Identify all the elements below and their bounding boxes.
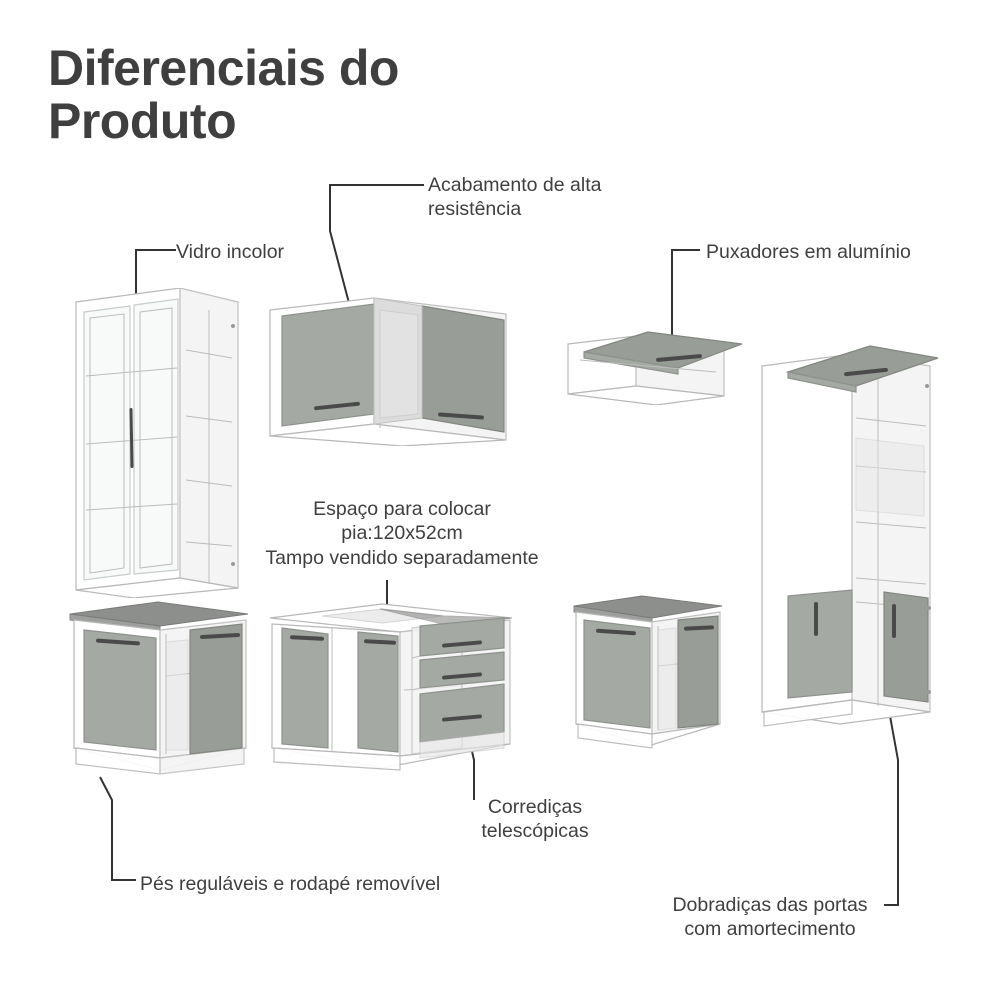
oven-tower-cabinet (761, 345, 939, 727)
page-title: Diferenciais do Produto (48, 40, 399, 149)
base-cabinet-small (573, 595, 723, 749)
upper-wall-cabinet (269, 297, 507, 446)
annotation-corredicas: Corrediças telescópicas (481, 796, 589, 843)
flip-up-wall-cabinet (567, 331, 743, 405)
annotation-vidro-incolor: Vidro incolor (176, 241, 285, 263)
annotation-pes-reguláveis: Pés reguláveis e rodapé removível (140, 873, 441, 895)
base-cabinet-2-doors (69, 601, 249, 775)
sink-base-cabinet (269, 603, 513, 771)
annotation-espaco-pia: Espaço para colocar pia:120x52cm Tampo v… (265, 498, 539, 569)
glass-door-tall-cabinet (75, 288, 239, 598)
annotation-acabamento: Acabamento de alta resistência (428, 174, 602, 221)
annotation-puxadores: Puxadores em alumínio (706, 241, 911, 263)
annotation-dobradicas: Dobradiças das portas com amortecimento (672, 894, 868, 941)
